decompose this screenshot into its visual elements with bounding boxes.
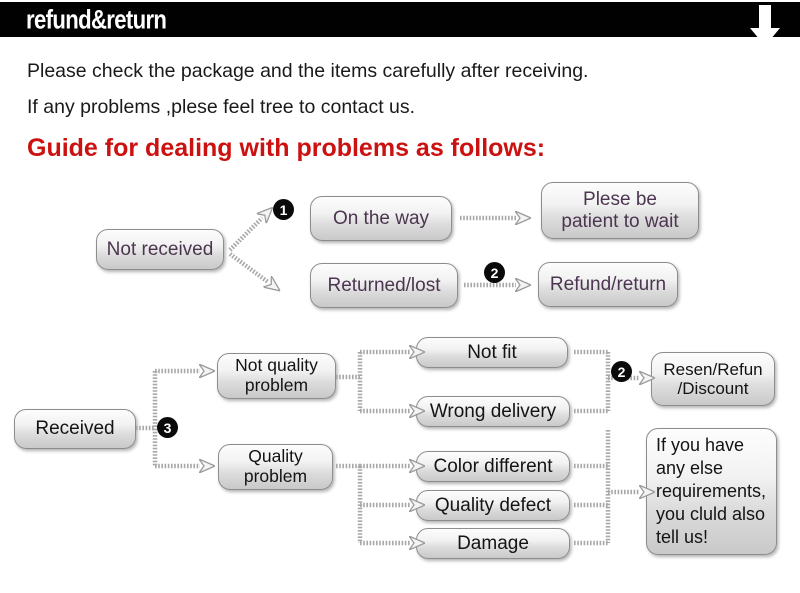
flow-box-quality-defect[interactable]: Quality defect [416,490,570,521]
flow-box-received[interactable]: Received [14,409,136,449]
flow-box-quality-problem[interactable]: Quality problem [218,444,333,490]
flow-box-damage[interactable]: Damage [416,528,570,559]
flow-box-not-fit[interactable]: Not fit [416,337,568,368]
badge-1: 1 [273,199,294,220]
flow-box-on-the-way[interactable]: On the way [310,196,452,241]
page-title: refund&return [26,4,167,34]
intro-line-1: Please check the package and the items c… [27,60,589,82]
flow-box-refund-return[interactable]: Refund/return [538,262,678,307]
down-arrow-icon [750,5,780,46]
badge-2-top: 2 [484,262,505,283]
badge-2-bottom: 2 [611,361,632,382]
flow-box-returned-lost[interactable]: Returned/lost [310,263,458,308]
guide-heading: Guide for dealing with problems as follo… [27,134,546,162]
flow-box-not-received[interactable]: Not received [96,229,224,270]
flow-box-please-be-patient[interactable]: Plese be patient to wait [541,182,699,239]
badge-3: 3 [157,417,178,438]
intro-line-2: If any problems ,plese feel tree to cont… [27,96,416,118]
flow-box-color-different[interactable]: Color different [416,451,570,482]
flow-box-not-quality-problem[interactable]: Not quality problem [217,353,336,399]
header-bar: refund&return [0,2,800,46]
flow-box-other-requirements[interactable]: If you have any else requirements, you c… [646,428,777,555]
flow-box-wrong-delivery[interactable]: Wrong delivery [416,396,570,427]
flow-box-resend-refund-discount[interactable]: Resen/Refun /Discount [651,352,775,406]
